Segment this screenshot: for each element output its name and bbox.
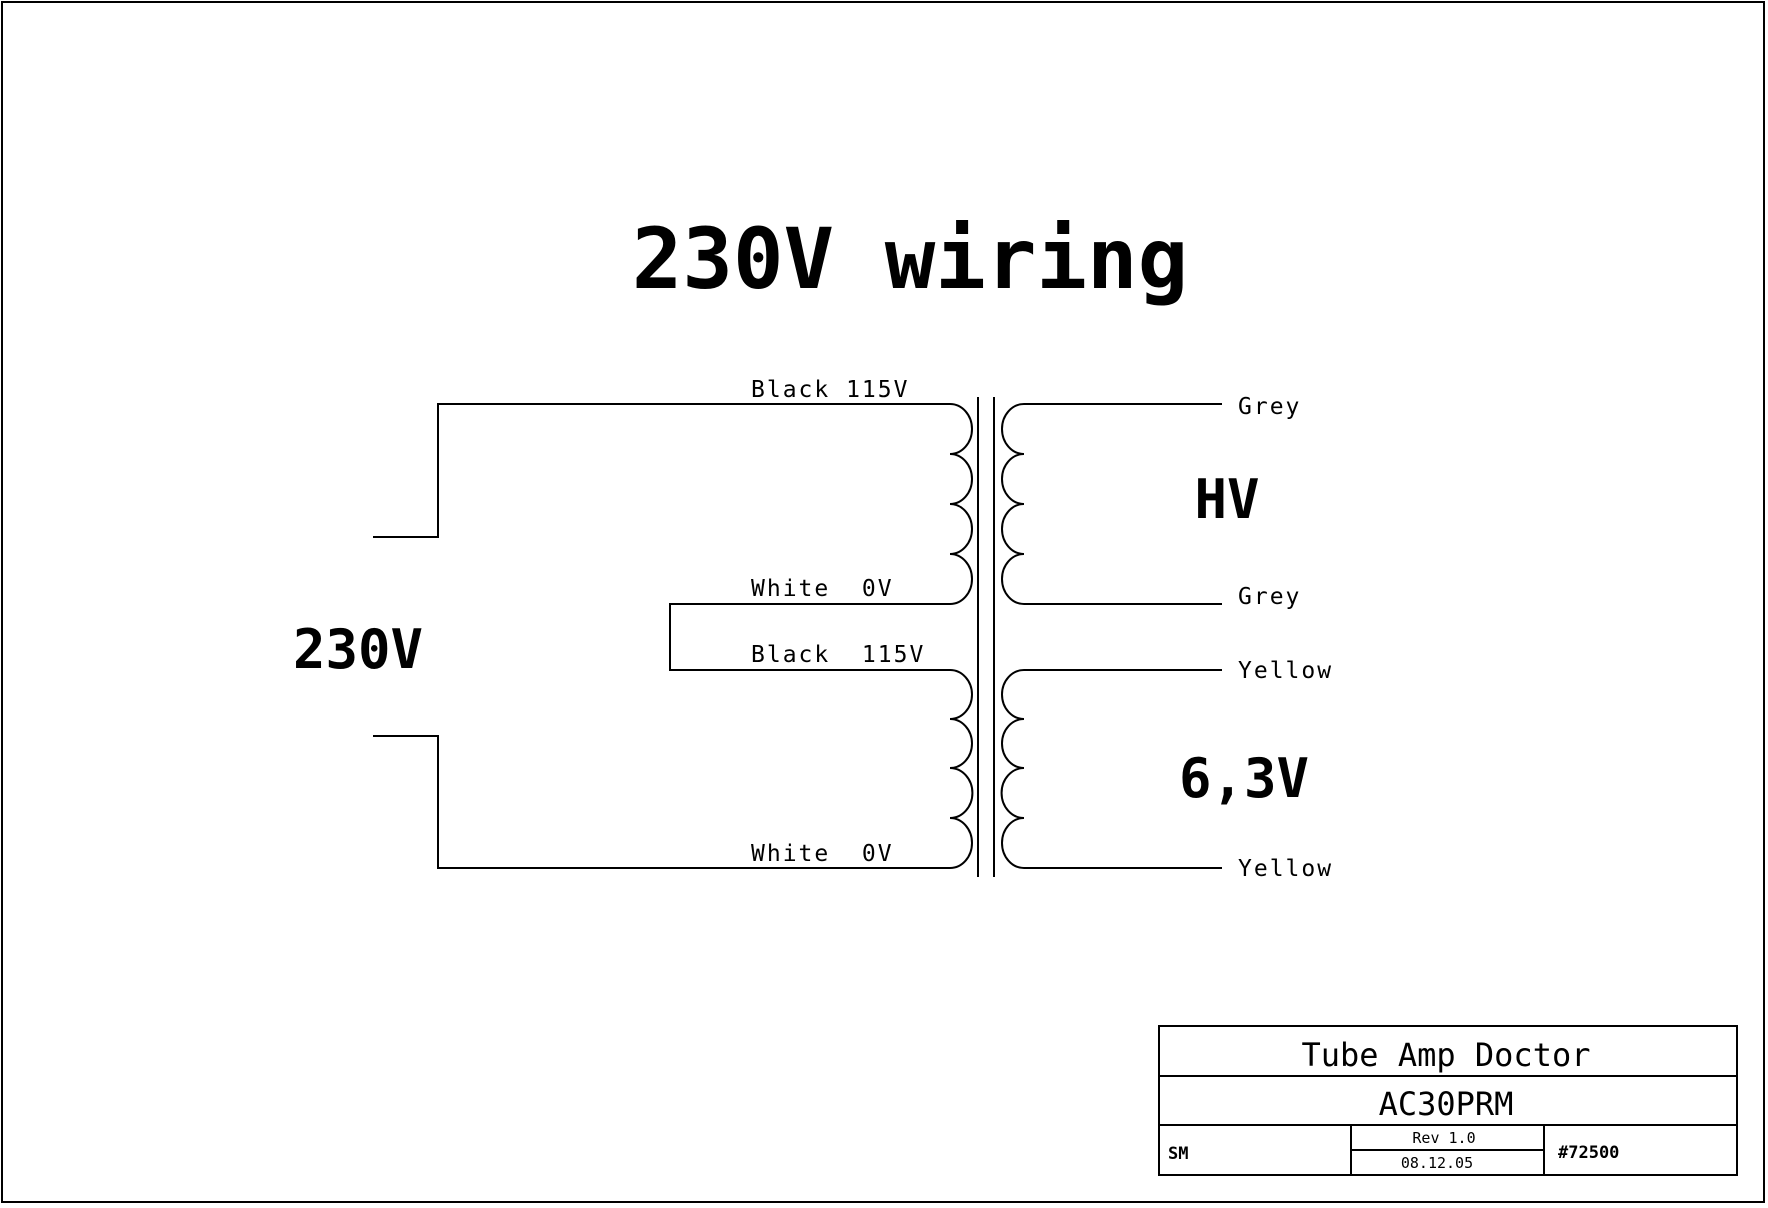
- part-name: AC30PRM: [1379, 1085, 1514, 1123]
- revision: Rev 1.0: [1412, 1129, 1475, 1147]
- primary-top-winding-coil: [949, 403, 973, 605]
- drawn-by: SM: [1168, 1144, 1188, 1164]
- primary-input-wire-top: [373, 403, 950, 538]
- primary-bottom-winding-coil: [949, 669, 974, 869]
- title-block: Tube Amp Doctor AC30PRM SM Rev 1.0 08.12…: [1158, 1025, 1738, 1176]
- diagram-title: 230V wiring: [632, 210, 1188, 308]
- primary-input-wire-bottom: [373, 735, 950, 869]
- input-voltage-label: 230V: [293, 618, 423, 681]
- heater-winding-label: 6,3V: [1179, 747, 1309, 810]
- primary-top-start-label: Black 115V: [751, 377, 909, 403]
- hv-top-wire-label: Grey: [1238, 394, 1301, 420]
- hv-bottom-wire-label: Grey: [1238, 584, 1301, 610]
- primary-bottom-start-label: Black 115V: [751, 642, 925, 668]
- primary-top-end-label: White 0V: [751, 576, 894, 602]
- primary-series-link-wire: [669, 603, 950, 671]
- primary-bottom-end-label: White 0V: [751, 841, 894, 867]
- company-name: Tube Amp Doctor: [1302, 1036, 1591, 1074]
- heater-top-wire-label: Yellow: [1238, 658, 1333, 684]
- hv-winding-coil: [1001, 403, 1025, 605]
- hv-winding-label: HV: [1194, 468, 1259, 531]
- heater-bottom-wire-label: Yellow: [1238, 856, 1333, 882]
- drawing-number: #72500: [1558, 1143, 1619, 1163]
- title-block-frame: [1158, 1025, 1738, 1176]
- drawing-date: 08.12.05: [1401, 1154, 1473, 1172]
- heater-winding-coil: [1000, 669, 1025, 869]
